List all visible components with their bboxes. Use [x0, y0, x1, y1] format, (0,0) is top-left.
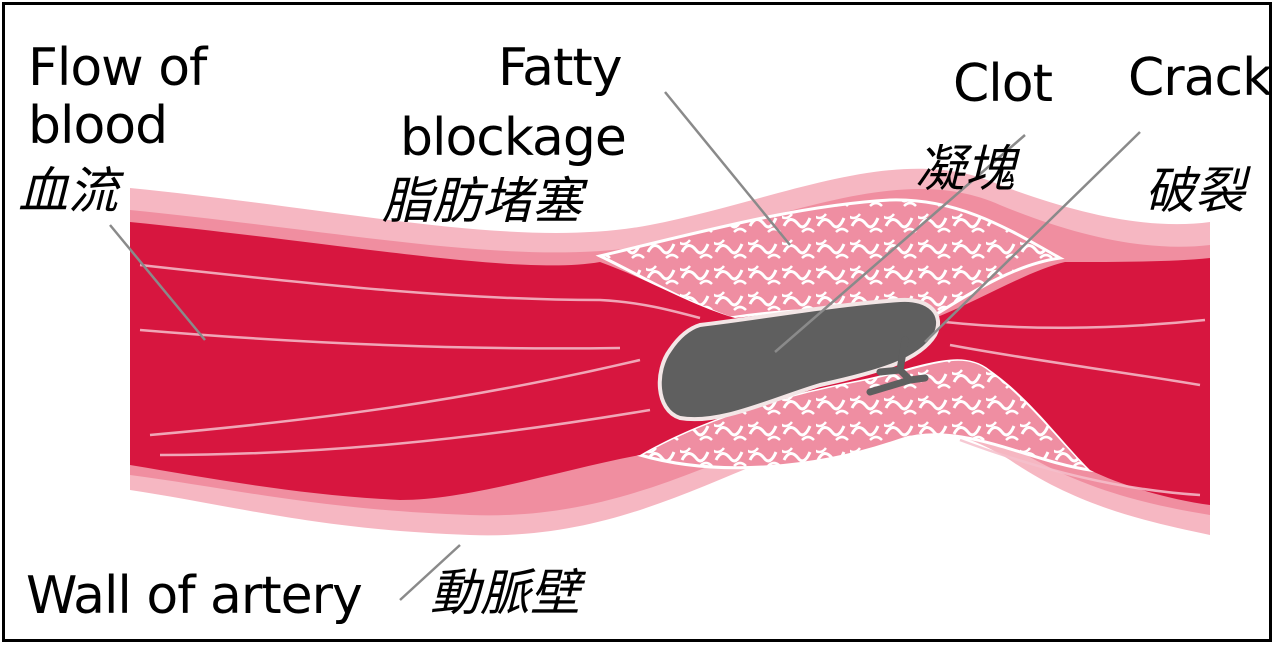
- flow-label-en-line1: Flow of: [28, 42, 206, 94]
- flow-label-zh: 血流: [18, 166, 118, 216]
- clot-label-zh: 凝塊: [915, 144, 1015, 194]
- wall-label-zh: 動脈壁: [430, 568, 580, 618]
- wall-label-en: Wall of artery: [26, 570, 362, 622]
- fatty-label-zh: 脂肪堵塞: [382, 176, 582, 226]
- fatty-label-en-line1: Fatty: [498, 42, 622, 94]
- crack-label-en: Crack: [1128, 52, 1271, 104]
- flow-label-en-line2: blood: [28, 100, 167, 152]
- crack-label-zh: 破裂: [1145, 166, 1245, 216]
- clot-label-en: Clot: [953, 58, 1052, 110]
- fatty-label-en-line2: blockage: [400, 112, 626, 164]
